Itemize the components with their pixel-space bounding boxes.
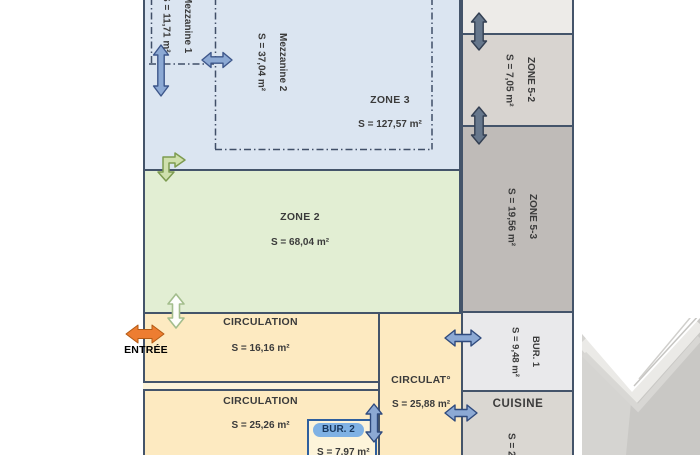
circulation-2-name: CIRCULATION bbox=[223, 395, 298, 407]
zone-2-name: ZONE 2 bbox=[280, 211, 320, 223]
mezzanine-2-label: Mezzanine 2 S = 37,04 m² bbox=[250, 16, 293, 108]
circulation-1-name: CIRCULATION bbox=[223, 316, 298, 328]
circulation-2-area-value: S = 25,26 m² bbox=[231, 420, 290, 431]
cuisine-area-value: S = 26, bbox=[505, 433, 517, 455]
bur-1-name: BUR. 1 bbox=[529, 336, 541, 368]
mezzanine-2-name: Mezzanine 2 bbox=[277, 32, 288, 92]
photo-edge-line-2 bbox=[638, 318, 691, 380]
zone-2-label: ZONE 2 S = 68,04 m² bbox=[230, 211, 370, 248]
circulat-o-area-value: S = 25,88 m² bbox=[391, 399, 451, 410]
circulation-2-label: CIRCULATION S = 25,26 m² bbox=[188, 395, 333, 431]
cuisine-area bbox=[461, 390, 574, 455]
bur-2-area-value: S = 7,97 m² bbox=[317, 447, 370, 455]
cuisine-name: CUISINE bbox=[492, 398, 544, 410]
circulation-1-area-value: S = 16,16 m² bbox=[231, 343, 290, 354]
zone-3-name: ZONE 3 bbox=[370, 94, 410, 106]
circulat-o-label: CIRCULAT° S = 25,88 m² bbox=[376, 374, 466, 410]
zone-5-3-area bbox=[461, 125, 574, 313]
zone-5-3-label: ZONE 5-3 S = 19,56 m² bbox=[500, 168, 543, 266]
mezzanine-2-area-value: S = 37,04 m² bbox=[255, 32, 267, 92]
mezzanine-1-area-value: S = 11,71 m² bbox=[160, 0, 172, 53]
zone-3-label: ZONE 3 S = 127,57 m² bbox=[320, 94, 460, 130]
top-right-cell bbox=[461, 0, 574, 35]
photo-bevel-light bbox=[582, 320, 700, 407]
bur-1-area bbox=[461, 311, 574, 392]
bur-1-area-value: S = 9,48 m² bbox=[509, 327, 521, 377]
photo-bevel-mid bbox=[582, 336, 700, 413]
circulat-o-name: CIRCULAT° bbox=[391, 374, 451, 386]
bur-2-name-badge: BUR. 2 bbox=[313, 423, 364, 437]
photo-white-face bbox=[582, 318, 700, 392]
zone-5-3-name: ZONE 5-3 bbox=[527, 194, 538, 240]
mezzanine-1-name: Mezzanine 1 bbox=[182, 0, 193, 54]
mezzanine-1-label: Mezzanine 1 S = 11,71 m² bbox=[155, 0, 198, 78]
zone-5-3-area-value: S = 19,56 m² bbox=[505, 187, 517, 247]
zone-5-2-label: ZONE 5-2 S = 7,05 m² bbox=[498, 36, 541, 124]
entree-label: ENTRÉE bbox=[124, 344, 168, 356]
zone-5-2-area-value: S = 7,05 m² bbox=[503, 53, 515, 107]
zone-3-area bbox=[143, 0, 461, 171]
zone-2-area-value: S = 68,04 m² bbox=[270, 237, 330, 248]
zone-2-area bbox=[143, 169, 461, 314]
zone-5-2-name: ZONE 5-2 bbox=[525, 57, 536, 103]
zone-3-area-value: S = 127,57 m² bbox=[358, 119, 422, 130]
circulation-1-label: CIRCULATION S = 16,16 m² bbox=[188, 316, 333, 354]
corner-photo-fragment bbox=[582, 318, 700, 455]
bur-1-label: BUR. 1 S = 9,48 m² bbox=[504, 314, 545, 390]
photo-edge-line-1 bbox=[633, 318, 698, 387]
